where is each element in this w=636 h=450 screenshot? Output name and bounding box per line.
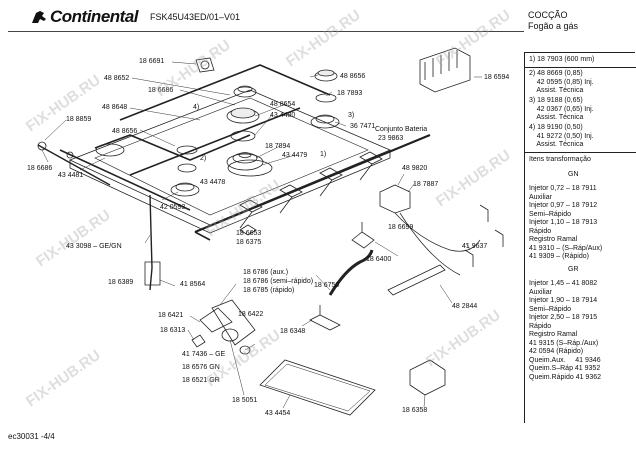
burner-semi-rapid-right: [310, 114, 340, 129]
callout-2: 2): [200, 155, 207, 162]
itens-transformacao-heading: Itens transformação: [529, 156, 591, 163]
burner-semi-rapid-left: [170, 182, 200, 197]
label-18-6785: 18 6785 (rápido): [243, 287, 295, 294]
label-48-2844: 48 2844: [452, 303, 478, 310]
label-18-6786-aux: 18 6786 (aux.): [243, 269, 289, 276]
label-18-6521: 18 6521 GR: [182, 377, 220, 384]
callout-3: 3): [348, 112, 355, 119]
label-18-6422: 18 6422: [238, 311, 264, 318]
label-18-6389: 18 6389: [108, 279, 134, 286]
label-48-8656-left: 48 8656: [112, 128, 138, 135]
label-43-4479: 43 4479: [282, 152, 308, 159]
notes-panel: [524, 52, 635, 423]
burner-auxiliary: [233, 85, 257, 98]
label-18-6421: 18 6421: [158, 312, 184, 319]
note-4: 4) 18 9190 (0,50) 41 9272 (0,50) Inj. As…: [529, 124, 594, 148]
label-18-7893: 18 7893: [337, 90, 363, 97]
label-41-7436: 41 7436 – GE: [182, 351, 226, 358]
label-43-4481: 43 4481: [58, 172, 84, 179]
label-48-8652: 48 8652: [104, 75, 130, 82]
label-43-3098: 43 3098 – GE/GN: [66, 243, 122, 250]
label-18-6375: 18 6375: [236, 239, 262, 246]
gr-heading: GR: [568, 266, 579, 273]
label-23-9863: 23 9863: [378, 135, 404, 142]
gn-heading: GN: [568, 171, 579, 178]
label-18-6699: 18 6699: [388, 224, 414, 231]
label-43-4478: 43 4478: [200, 179, 226, 186]
page-code: ec30031 -4/4: [8, 432, 55, 441]
label-48-8648: 48 8648: [102, 104, 128, 111]
label-18-8859: 18 8859: [66, 116, 92, 123]
section-title-line1: COCÇÃO: [528, 10, 568, 20]
label-18-6691: 18 6691: [139, 58, 165, 65]
model-number: FSK45U43ED/01–V01: [150, 12, 241, 22]
label-18-6653: 18 6653: [236, 230, 262, 237]
label-18-6786-semi: 18 6786 (semi–rápido): [243, 278, 314, 285]
label-43-4454: 43 4454: [265, 410, 291, 417]
section-title: COCÇÃO Fogão a gás: [528, 10, 578, 32]
header-divider: [8, 31, 524, 32]
continental-horse-icon: [32, 11, 46, 23]
note-3: 3) 18 9188 (0,65) 42 0367 (0,65) Inj. As…: [529, 97, 594, 121]
callout-1: 1): [320, 151, 327, 158]
label-18-6358: 18 6358: [402, 407, 428, 414]
label-18-5051: 18 5051: [232, 397, 258, 404]
brand-name: Continental: [50, 7, 139, 26]
label-48-8654: 48 8654: [270, 101, 296, 108]
label-18-6400: 18 6400: [366, 256, 392, 263]
label-conjunto-bateria: Conjunto Bateria: [375, 126, 428, 133]
label-43-4480: 43 4480: [270, 112, 296, 119]
note-1: 1) 18 7903 (600 mm): [529, 56, 595, 63]
label-18-6576: 18 6576 GN: [182, 364, 220, 371]
label-48-8656-right: 48 8656: [340, 73, 366, 80]
label-18-7887: 18 7887: [413, 181, 439, 188]
label-41-9637: 41 9637: [462, 243, 488, 250]
label-18-6750: 18 6750: [314, 282, 340, 289]
label-18-6686-top: 18 6686: [148, 87, 174, 94]
label-18-7894: 18 7894: [265, 143, 291, 150]
label-48-9820: 48 9820: [402, 165, 428, 172]
gn-list: Injetor 0,72 – 18 7911 Auxiliar Injetor …: [529, 185, 603, 260]
brand-logo: Continental: [30, 7, 150, 29]
note-2: 2) 48 8669 (0,85) 42 0595 (0,85) Inj. As…: [529, 70, 594, 94]
exploded-view-drawing: [37, 47, 504, 416]
label-18-6594: 18 6594: [484, 74, 510, 81]
callout-4: 4): [193, 104, 200, 111]
label-36-7471: 36 7471: [350, 123, 376, 130]
label-41-8564: 41 8564: [180, 281, 206, 288]
gr-list: Injetor 1,45 – 41 8082 Auxiliar Injetor …: [529, 280, 601, 381]
section-title-line2: Fogão a gás: [528, 21, 579, 31]
label-42-0593: 42 0593: [160, 204, 186, 211]
label-18-6686-left: 18 6686: [27, 165, 53, 172]
label-18-6313: 18 6313: [160, 327, 186, 334]
burner-rapid: [226, 152, 264, 171]
label-18-6348: 18 6348: [280, 328, 306, 335]
